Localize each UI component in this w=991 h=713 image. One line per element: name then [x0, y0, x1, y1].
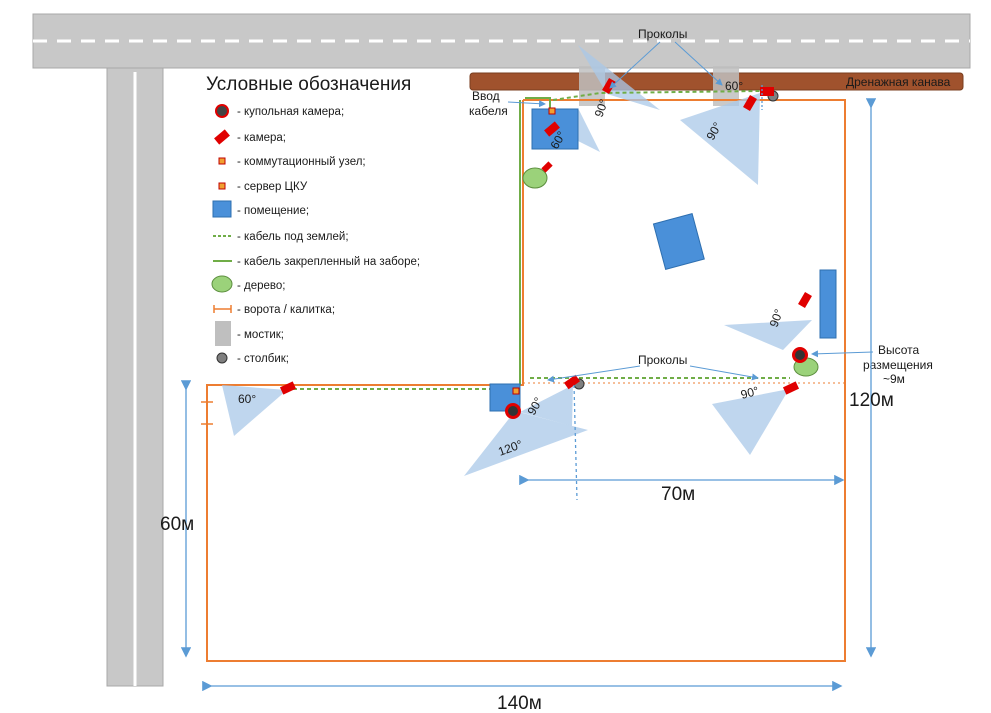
cable-entry-label-2: кабеля — [469, 104, 508, 118]
height-label-2: размещения — [863, 358, 933, 372]
dimension-lines — [180, 85, 877, 692]
height-label-1: Высота — [878, 343, 920, 357]
dome-camera-right — [792, 347, 808, 363]
room-legend-icon — [212, 200, 232, 218]
room-center — [652, 213, 705, 271]
legend-item-label: - мостик; — [237, 329, 284, 341]
angle-label: 60° — [238, 392, 256, 406]
dim-height-left: 60м — [160, 514, 194, 535]
server-legend-icon — [218, 182, 226, 190]
camera-icon — [279, 381, 297, 395]
fov-top-right — [680, 93, 760, 185]
camera-icon — [541, 161, 553, 173]
angle-label: 90° — [592, 97, 611, 119]
switch-node-legend-icon — [218, 157, 226, 165]
height-label-3: ~9м — [883, 372, 905, 386]
legend-item-label: - столбик; — [237, 353, 289, 365]
legend-item-label: - сервер ЦКУ — [237, 181, 308, 193]
punctures-mid-label: Проколы — [638, 353, 687, 367]
fov-center-90 — [520, 385, 573, 426]
dome-camera-center — [505, 403, 521, 419]
camera-icon — [743, 94, 757, 112]
camera-icon — [563, 374, 581, 390]
dim-width-total: 140м — [497, 693, 542, 713]
legend-item-label: - кабель закрепленный на заборе; — [237, 256, 420, 268]
cable-underground-top — [552, 90, 761, 101]
legend-item-label: - ворота / калитка; — [237, 304, 335, 316]
camera-icon — [798, 291, 812, 309]
bridge-legend-icon — [215, 321, 231, 346]
legend-item-label: - купольная камера; — [237, 106, 344, 118]
legend-item-label: - дерево; — [237, 280, 286, 292]
drainage-ditch-label: Дренажная канава — [846, 75, 951, 89]
dim-width-part: 70м — [661, 484, 695, 505]
angle-label: 60° — [725, 79, 743, 93]
fov-right-mid — [724, 320, 812, 350]
dim-height-right: 120м — [849, 390, 894, 411]
legend-title: Условные обозначения — [206, 74, 411, 95]
legend-item-label: - камера; — [237, 132, 286, 144]
gate-marker — [201, 401, 213, 425]
cable-entry-label-1: Ввод — [472, 89, 500, 103]
fence — [206, 99, 846, 662]
room-right — [819, 269, 837, 339]
angle-label: 90° — [767, 307, 786, 329]
legend-item-label: - помещение; — [237, 205, 309, 217]
dome-camera-legend-icon — [215, 104, 229, 118]
fov-right-bottom — [712, 389, 789, 455]
camera-legend-icon — [214, 129, 230, 145]
legend: Условные обозначения - купольная камера;… — [206, 74, 420, 365]
legend-item-label: - кабель под землей; — [237, 231, 349, 243]
switch-node-bottom — [512, 387, 520, 395]
post-legend-icon — [216, 352, 228, 364]
road-horizontal — [32, 13, 971, 69]
camera-icons — [279, 77, 812, 395]
fov-left — [222, 385, 287, 436]
gate-legend-icon — [213, 305, 232, 313]
angle-label: 90° — [739, 384, 760, 402]
fov-center-120 — [464, 411, 588, 476]
tree-top — [522, 167, 548, 189]
fov-top-left — [578, 45, 660, 110]
tree-legend-icon — [211, 275, 233, 293]
camera-icon — [760, 87, 774, 96]
punctures-top-label: Проколы — [638, 27, 687, 41]
camera-icon — [544, 121, 560, 137]
switch-node-top — [548, 107, 556, 115]
legend-item-label: - коммутационный узел; — [237, 156, 366, 168]
road-vertical — [106, 67, 164, 687]
camera-icon — [782, 381, 800, 395]
